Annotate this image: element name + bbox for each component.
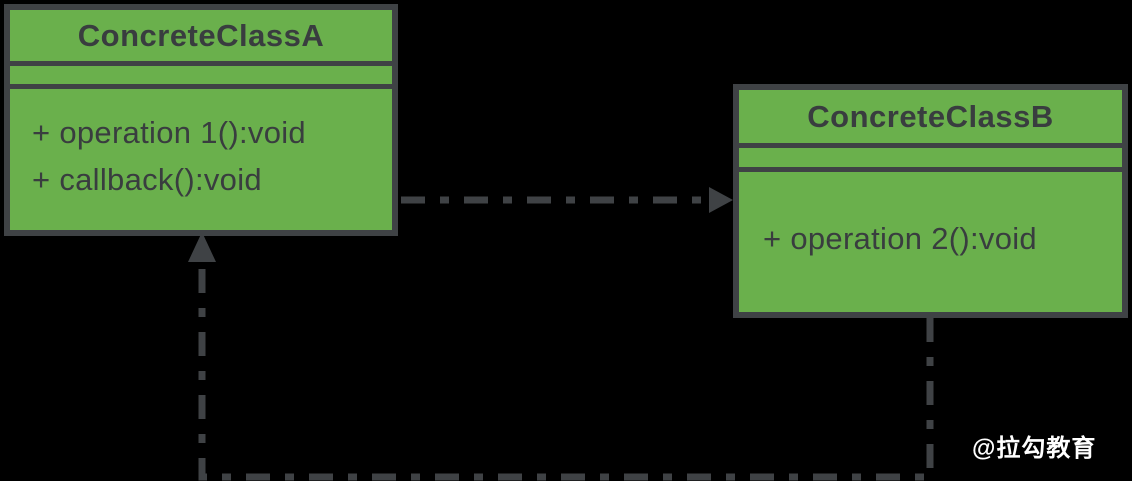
arrowhead-up-icon <box>188 232 216 262</box>
class-b-attributes-section <box>739 148 1122 172</box>
method-label: + operation 1():void <box>32 115 306 150</box>
arrowhead-right-icon <box>709 187 733 213</box>
class-box-concrete-class-b: ConcreteClassB + operation 2():void <box>733 84 1128 318</box>
class-a-methods-section: + operation 1():void + callback():void <box>10 89 392 230</box>
class-b-title: ConcreteClassB <box>739 90 1122 148</box>
method-label: + callback():void <box>32 162 262 197</box>
dependency-line-b-to-a <box>198 245 934 481</box>
class-b-methods-section: + operation 2():void <box>739 172 1122 312</box>
class-a-attributes-section <box>10 66 392 89</box>
watermark: @拉勾教育 <box>972 435 1097 462</box>
class-a-title: ConcreteClassA <box>10 10 392 66</box>
method-label: + operation 2():void <box>763 221 1037 256</box>
class-box-concrete-class-a: ConcreteClassA + operation 1():void + ca… <box>4 4 398 236</box>
